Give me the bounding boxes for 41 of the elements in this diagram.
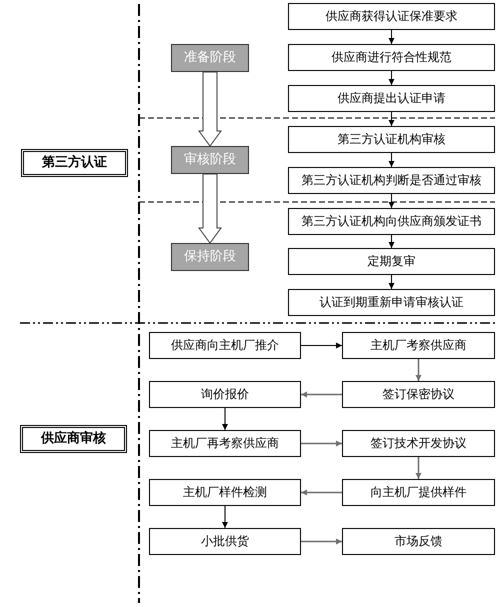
arrow <box>388 234 394 248</box>
process-box: 供应商获得认证保准要求 <box>288 3 495 30</box>
process-box: 小批供货 <box>149 528 301 555</box>
process-box: 第三方认证机构审核 <box>288 126 495 153</box>
arrow <box>416 359 422 381</box>
process-box: 供应商进行符合性规范 <box>288 44 495 71</box>
phase-box: 审核阶段 <box>171 146 249 174</box>
arrow <box>416 457 422 479</box>
arrow <box>301 490 342 496</box>
block-arrow <box>198 174 222 244</box>
process-box: 定期复审 <box>288 248 495 275</box>
arrow <box>301 392 342 398</box>
arrow <box>388 152 394 168</box>
process-box: 认证到期重新申请审核认证 <box>288 289 495 316</box>
arrow <box>388 194 394 208</box>
arrow <box>300 342 342 348</box>
process-box: 第三方认证机构向供应商颁发证书 <box>288 208 495 235</box>
process-box: 主机厂样件检测 <box>149 479 301 506</box>
process-box: 向主机厂提供样件 <box>342 479 495 506</box>
arrow <box>301 538 342 544</box>
process-box: 主机厂考察供应商 <box>342 332 495 359</box>
process-box: 签订保密协议 <box>342 381 495 408</box>
process-box: 第三方认证机构判断是否通过审核 <box>288 167 495 194</box>
process-box: 主机厂再考察供应商 <box>149 430 301 457</box>
arrow <box>222 506 228 528</box>
section-label: 供应商审核 <box>20 425 127 453</box>
arrow <box>388 30 394 44</box>
process-box: 市场反馈 <box>342 528 495 555</box>
arrow <box>388 274 394 290</box>
phase-box: 准备阶段 <box>171 44 249 72</box>
arrow <box>388 112 394 126</box>
phase-box: 保持阶段 <box>171 243 249 271</box>
process-box: 签订技术开发协议 <box>342 430 495 457</box>
process-box: 供应商向主机厂推介 <box>149 332 301 359</box>
process-box: 供应商提出认证申请 <box>288 85 495 112</box>
arrow <box>222 408 228 430</box>
block-arrow <box>198 72 222 147</box>
section-label: 第三方认证 <box>21 149 128 177</box>
arrow <box>301 440 342 446</box>
process-box: 询价报价 <box>149 381 301 408</box>
arrow <box>388 70 394 86</box>
